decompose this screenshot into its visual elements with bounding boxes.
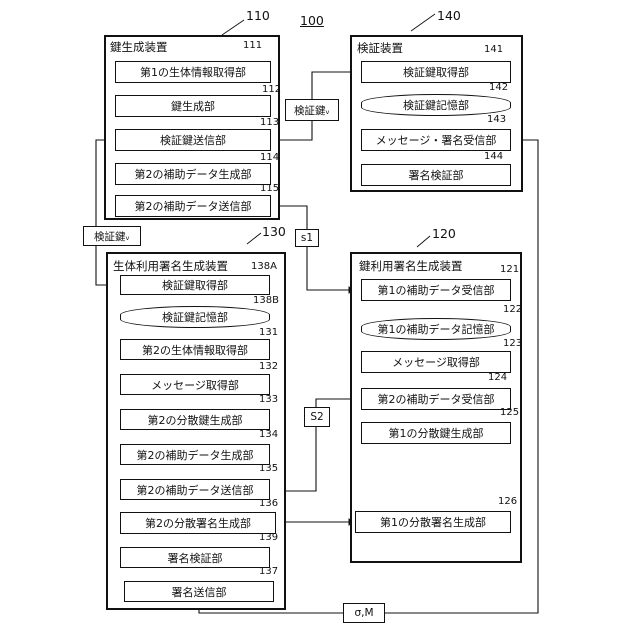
bio-second-aux-data-generation-unit: 第2の補助データ生成部: [120, 444, 270, 465]
ref-132: 132: [259, 361, 278, 372]
ref-121: 121: [500, 264, 519, 275]
ref-138b: 138B: [253, 295, 279, 306]
ref-138a: 138A: [251, 261, 277, 272]
ref-113: 113: [260, 117, 279, 128]
ref-143: 143: [487, 114, 506, 125]
signature-sending-unit: 署名送信部: [124, 581, 274, 602]
signature-verification-unit: 署名検証部: [361, 164, 511, 186]
ref-131: 131: [259, 327, 278, 338]
bio-second-aux-data-sending-unit: 第2の補助データ送信部: [120, 479, 270, 500]
second-distributed-key-generation-unit: 第2の分散鍵生成部: [120, 409, 270, 430]
ref-142: 142: [489, 82, 508, 93]
ref-139: 139: [259, 532, 278, 543]
ref-123: 123: [503, 338, 522, 349]
ref-134: 134: [259, 429, 278, 440]
ref-137: 137: [259, 566, 278, 577]
ref-110: 110: [246, 8, 270, 23]
verification-key-sending-unit: 検証鍵送信部: [115, 129, 271, 151]
ref-140: 140: [437, 8, 461, 23]
second-aux-data-receiving-unit: 第2の補助データ受信部: [361, 388, 511, 410]
second-aux-data-sending-unit: 第2の補助データ送信部: [115, 195, 271, 217]
bio-signature-verification-unit: 署名検証部: [120, 547, 270, 568]
key-gen-device-title: 鍵生成装置: [110, 39, 168, 55]
message-signature-receiving-unit: メッセージ・署名受信部: [361, 129, 511, 151]
ref-112: 112: [262, 84, 281, 95]
ref-126: 126: [498, 496, 517, 507]
signal-s2: S2: [304, 407, 330, 427]
ref-130: 130: [262, 224, 286, 239]
first-distributed-signature-generation-unit: 第1の分散署名生成部: [355, 511, 511, 533]
bio-verification-key-storage-unit: 検証鍵記憶部: [120, 306, 270, 328]
first-distributed-key-generation-unit: 第1の分散鍵生成部: [361, 422, 511, 444]
bio-message-acquisition-unit: メッセージ取得部: [120, 374, 270, 395]
verification-device-title: 検証装置: [357, 40, 403, 56]
ref-125: 125: [500, 407, 519, 418]
ref-141: 141: [484, 44, 503, 55]
key-message-acquisition-unit: メッセージ取得部: [361, 351, 511, 373]
first-aux-data-receiving-unit: 第1の補助データ受信部: [361, 279, 511, 301]
second-bio-info-acquisition-unit: 第2の生体情報取得部: [120, 339, 270, 360]
first-bio-info-acquisition-unit: 第1の生体情報取得部: [115, 61, 271, 83]
first-aux-data-storage-unit: 第1の補助データ記憶部: [361, 318, 511, 340]
bio-verification-key-acquisition-unit: 検証鍵取得部: [120, 275, 270, 295]
ref-135: 135: [259, 463, 278, 474]
bio-signature-generation-device-title: 生体利用署名生成装置: [113, 258, 228, 274]
verification-key-storage-unit: 検証鍵記憶部: [361, 94, 511, 116]
verification-key-acquisition-unit: 検証鍵取得部: [361, 61, 511, 83]
ref-133: 133: [259, 394, 278, 405]
key-generation-unit: 鍵生成部: [115, 95, 271, 117]
signal-verification-key-top: 検証鍵ᵥ: [285, 99, 339, 121]
ref-115: 115: [260, 183, 279, 194]
ref-120: 120: [432, 226, 456, 241]
signal-verification-key-left: 検証鍵ᵥ: [83, 226, 141, 246]
diagram-number: 100: [300, 13, 324, 28]
signal-s1: s1: [295, 229, 319, 247]
ref-122: 122: [503, 304, 522, 315]
signal-sigma-m: σ,M: [343, 603, 385, 623]
ref-124: 124: [488, 372, 507, 383]
ref-136: 136: [259, 498, 278, 509]
ref-114: 114: [260, 152, 279, 163]
second-distributed-signature-generation-unit: 第2の分散署名生成部: [120, 512, 276, 534]
ref-144: 144: [484, 151, 503, 162]
ref-111: 111: [243, 40, 262, 51]
key-signature-generation-device-title: 鍵利用署名生成装置: [359, 258, 463, 274]
second-aux-data-generation-unit: 第2の補助データ生成部: [115, 163, 271, 185]
